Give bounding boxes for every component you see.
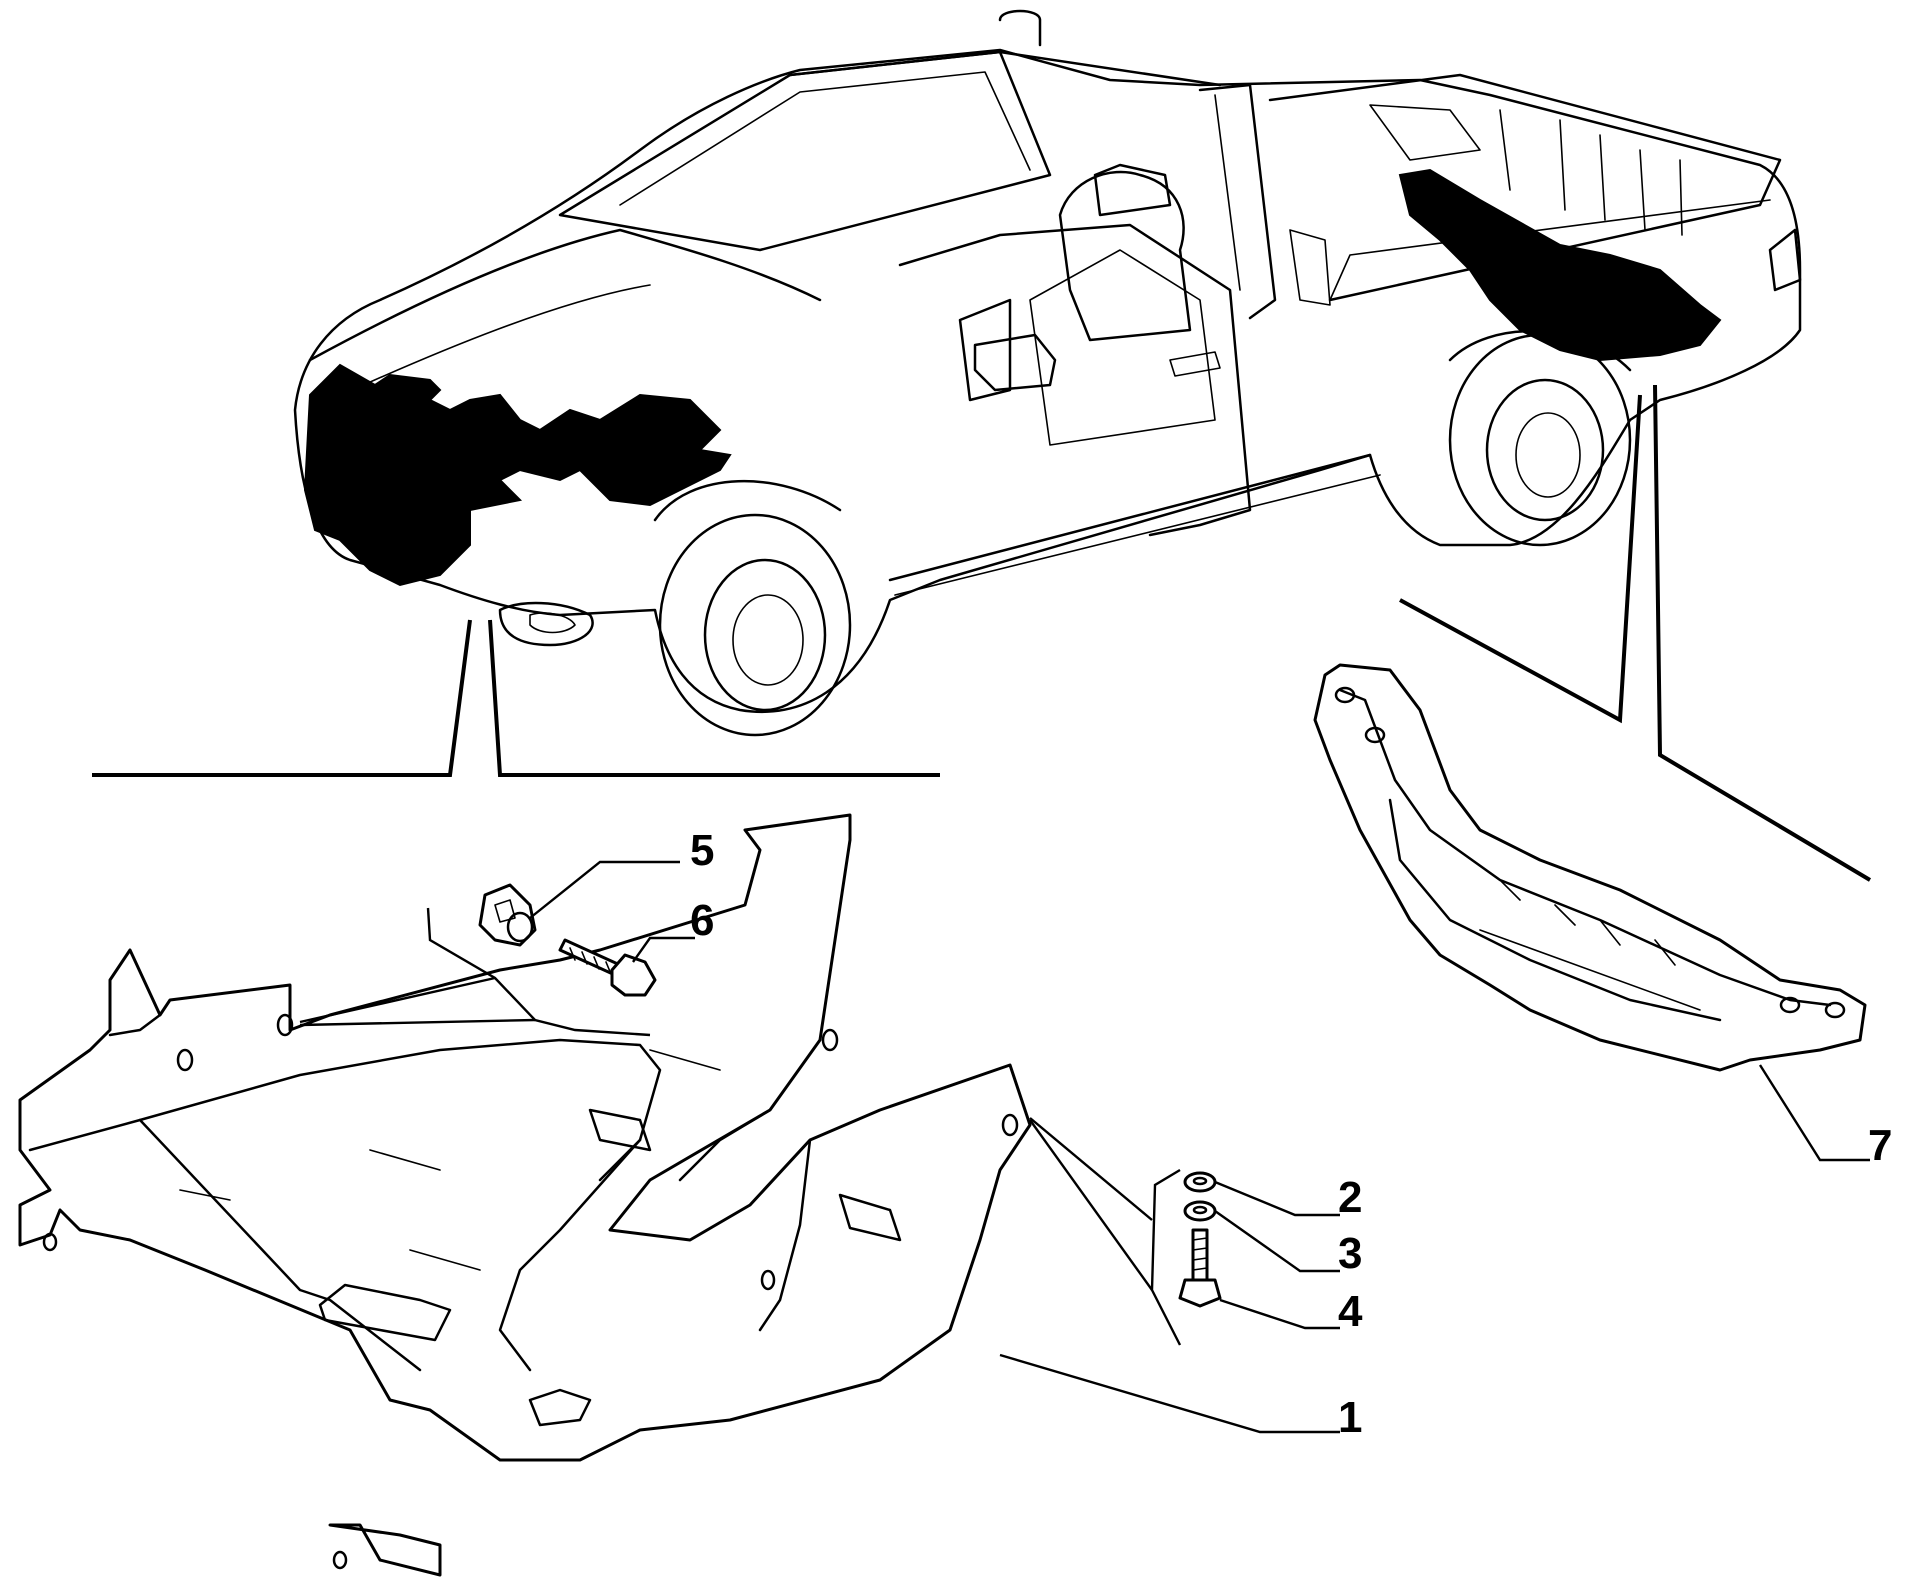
vehicle-illustration <box>293 9 1802 737</box>
washer-part-3 <box>1183 1200 1217 1222</box>
screw-part-6 <box>558 938 657 997</box>
clip-nut-part-5 <box>478 883 537 947</box>
rear-underbody-shield <box>1313 663 1867 1072</box>
callout-4: 4 <box>1338 1287 1363 1336</box>
washer-part-2 <box>1183 1171 1217 1193</box>
callout-leaders <box>529 860 1870 1434</box>
callout-1: 1 <box>1338 1393 1362 1442</box>
callout-2: 2 <box>1338 1173 1362 1222</box>
callout-6: 6 <box>690 896 714 945</box>
bolt-part-4 <box>1178 1228 1222 1308</box>
callout-3: 3 <box>1338 1229 1362 1278</box>
callout-7: 7 <box>1868 1121 1892 1170</box>
callout-numbers: 5 6 2 3 4 1 7 <box>690 826 1892 1442</box>
location-leader-lines <box>92 384 1872 882</box>
callout-5: 5 <box>690 826 714 875</box>
fastener-guide-lines <box>299 907 1182 1346</box>
front-underbody-shield <box>18 813 1032 1577</box>
